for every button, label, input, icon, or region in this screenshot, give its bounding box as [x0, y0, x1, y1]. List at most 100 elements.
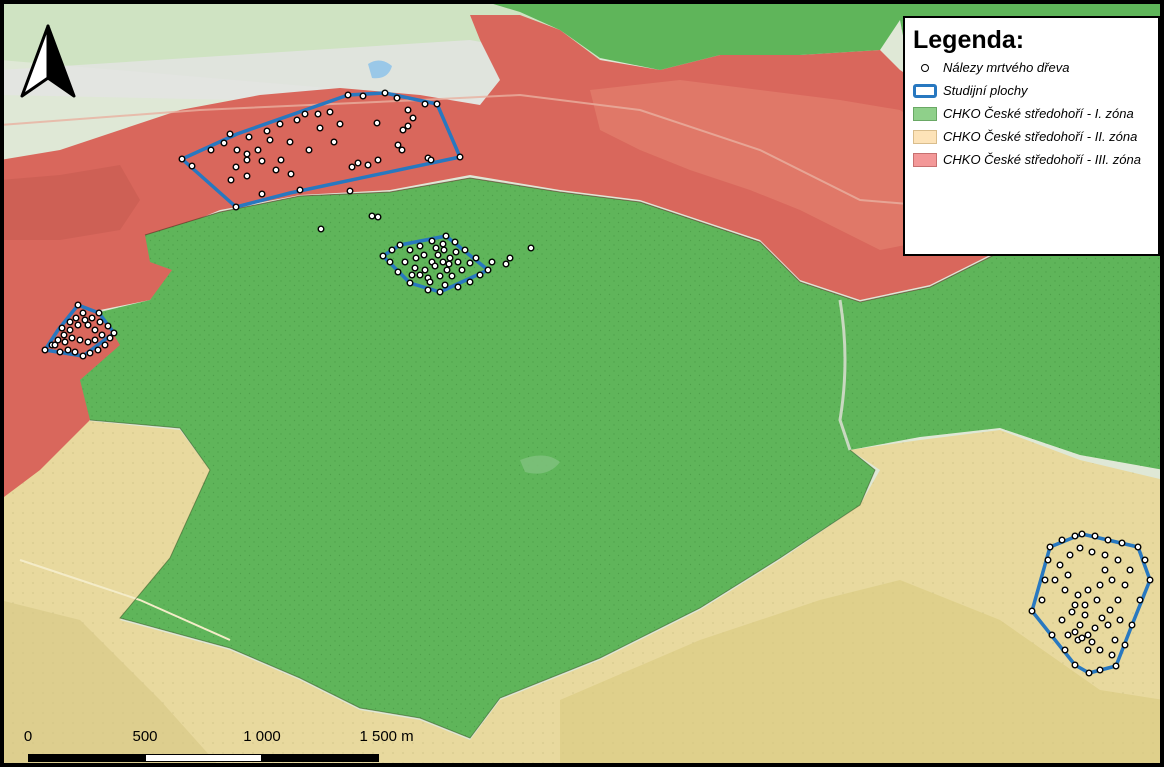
- dead-wood-point: [1078, 634, 1086, 642]
- dead-wood-point: [293, 116, 301, 124]
- dead-wood-point: [81, 316, 89, 324]
- north-arrow-icon: [20, 24, 76, 98]
- dead-wood-point: [394, 268, 402, 276]
- dead-wood-point: [91, 336, 99, 344]
- dead-wood-point: [445, 260, 453, 268]
- dead-wood-point: [286, 138, 294, 146]
- study-area-symbol-icon: [913, 83, 937, 98]
- dead-wood-point: [188, 162, 196, 170]
- zone-2-forest-patch-2: [0, 600, 220, 767]
- dead-wood-point: [1044, 556, 1052, 564]
- dead-wood-point: [374, 213, 382, 221]
- legend-item-zone-1: CHKO České středohoří - I. zóna: [913, 102, 1158, 125]
- zone-2-swatch-icon: [913, 129, 937, 144]
- dead-wood-point: [56, 348, 64, 356]
- dead-wood-point: [386, 258, 394, 266]
- dead-wood-point: [106, 334, 114, 342]
- dead-wood-point: [91, 326, 99, 334]
- scale-segment-1: [28, 754, 145, 762]
- dead-wood-point: [276, 120, 284, 128]
- zone-1-swatch-icon: [913, 106, 937, 121]
- dead-wood-point: [227, 176, 235, 184]
- dead-wood-point: [424, 286, 432, 294]
- dead-wood-point: [243, 172, 251, 180]
- dead-wood-point: [404, 106, 412, 114]
- zone-3-swatch-icon: [913, 152, 937, 167]
- dead-wood-point: [1084, 646, 1092, 654]
- dead-wood-point: [1116, 616, 1124, 624]
- dead-wood-point: [364, 161, 372, 169]
- dead-wood-point: [448, 272, 456, 280]
- dead-wood-point: [420, 251, 428, 259]
- dead-wood-point: [64, 346, 72, 354]
- dead-wood-point: [74, 301, 82, 309]
- dead-wood-point: [379, 252, 387, 260]
- dead-wood-point: [1106, 606, 1114, 614]
- dead-wood-point: [245, 133, 253, 141]
- dead-wood-point: [1085, 669, 1093, 677]
- dead-wood-point: [1046, 543, 1054, 551]
- scale-segment-3: [262, 754, 379, 762]
- zone-3-light-patch-2: [0, 165, 140, 240]
- dead-wood-point: [406, 279, 414, 287]
- dead-wood-point: [1101, 566, 1109, 574]
- dead-wood-point: [1101, 551, 1109, 559]
- dead-wood-point: [1091, 532, 1099, 540]
- dead-wood-point: [502, 260, 510, 268]
- dead-wood-point: [436, 288, 444, 296]
- dead-wood-point: [1051, 576, 1059, 584]
- dead-wood-point: [1038, 596, 1046, 604]
- dead-wood-point: [1064, 631, 1072, 639]
- dead-wood-point: [1136, 596, 1144, 604]
- dead-wood-point: [301, 110, 309, 118]
- dead-wood-point: [472, 254, 480, 262]
- dead-wood-point: [452, 248, 460, 256]
- dead-wood-point: [316, 124, 324, 132]
- dead-wood-point: [277, 156, 285, 164]
- dead-wood-point: [416, 242, 424, 250]
- dead-wood-point: [1056, 561, 1064, 569]
- dead-wood-point: [72, 314, 80, 322]
- dead-wood-point: [446, 254, 454, 262]
- dead-wood-point: [368, 212, 376, 220]
- dead-wood-point: [1071, 628, 1079, 636]
- dead-wood-point: [1066, 551, 1074, 559]
- legend-title: Legenda:: [913, 26, 1025, 54]
- dead-wood-point: [359, 92, 367, 100]
- dead-wood-point: [451, 238, 459, 246]
- dead-wood-point: [527, 244, 535, 252]
- dead-wood-point: [296, 186, 304, 194]
- dead-wood-point: [433, 100, 441, 108]
- dead-wood-point: [466, 278, 474, 286]
- dead-wood-point: [1076, 544, 1084, 552]
- base-map-settlement: [0, 40, 580, 105]
- dead-wood-point: [86, 349, 94, 357]
- dead-wood-point: [1084, 631, 1092, 639]
- pond-2: [520, 455, 560, 474]
- dead-wood-point: [1128, 621, 1136, 629]
- scale-bar: 0 500 1 000 1 500 m: [22, 728, 414, 764]
- dead-wood-point: [1114, 556, 1122, 564]
- dead-wood-point: [348, 163, 356, 171]
- dead-wood-point: [1108, 651, 1116, 659]
- dead-wood-point: [421, 266, 429, 274]
- dead-wood-point: [354, 159, 362, 167]
- dead-wood-point: [488, 258, 496, 266]
- dead-wood-point: [68, 334, 76, 342]
- dead-wood-point: [412, 254, 420, 262]
- dead-wood-point: [243, 156, 251, 164]
- dead-wood-point: [484, 266, 492, 274]
- dead-wood-point: [1118, 539, 1126, 547]
- dead-wood-point: [406, 246, 414, 254]
- dead-wood-point: [54, 336, 62, 344]
- scale-label-0: 0: [23, 728, 33, 745]
- dead-wood-point: [1121, 641, 1129, 649]
- dead-wood-point: [1071, 532, 1079, 540]
- dead-wood-point: [439, 258, 447, 266]
- dead-wood-point: [456, 153, 464, 161]
- dead-wood-point: [1088, 548, 1096, 556]
- dead-wood-point: [1098, 614, 1106, 622]
- legend-item-study-area: Studijní plochy: [913, 79, 1158, 102]
- dead-wood-point: [1096, 666, 1104, 674]
